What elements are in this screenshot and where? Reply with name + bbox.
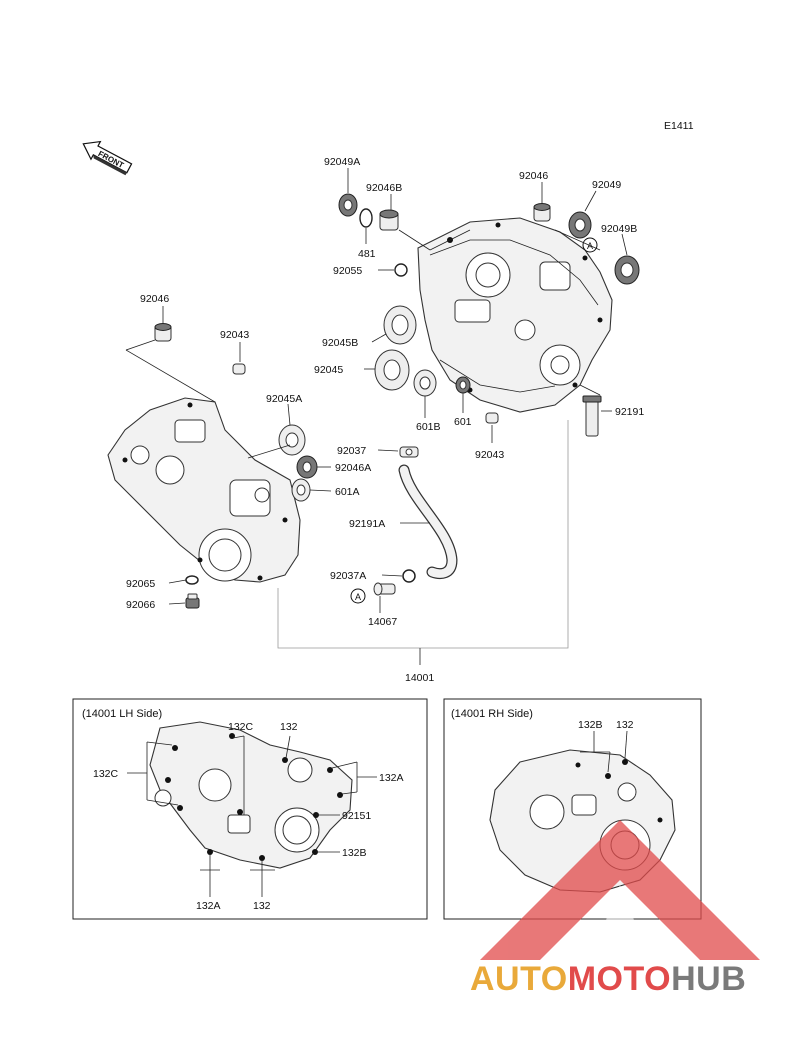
bearing-92049	[568, 211, 592, 239]
bearing-92045B	[383, 305, 417, 345]
label-92043-left: 92043	[220, 329, 249, 341]
lh-label-132A-bottom: 132A	[196, 900, 221, 912]
callout-a-lower: A	[350, 588, 366, 604]
label-92046-top: 92046	[519, 170, 548, 182]
lh-label-132C-left: 132C	[93, 768, 119, 780]
rh-label-132B: 132B	[578, 719, 603, 731]
label-14067: 14067	[368, 616, 397, 628]
label-92066: 92066	[126, 599, 155, 611]
lh-label-132-bottom: 132	[253, 900, 271, 912]
dowel-92043-right	[485, 412, 499, 424]
svg-text:A: A	[355, 592, 361, 602]
leader-lines	[125, 168, 628, 665]
ring-481	[359, 208, 373, 228]
bearing-92046-left	[154, 323, 172, 342]
label-601A: 601A	[335, 486, 360, 498]
callout-a-upper: A	[582, 237, 598, 253]
label-92045: 92045	[314, 364, 343, 376]
label-14001: 14001	[405, 672, 434, 684]
rh-box-title: (14001 RH Side)	[451, 708, 533, 720]
lh-label-92151: 92151	[342, 810, 371, 822]
bearing-92049B	[614, 255, 640, 285]
rh-label-132: 132	[616, 719, 634, 731]
dowel-92043-left	[232, 363, 246, 375]
label-92065: 92065	[126, 578, 155, 590]
label-481: 481	[358, 248, 376, 260]
bearing-601B	[413, 369, 437, 397]
crankcase-left-half	[107, 397, 301, 583]
lh-box-title: (14001 LH Side)	[82, 708, 162, 720]
seal-601	[455, 376, 471, 394]
crankcase-right-half	[417, 217, 613, 413]
washer-92065	[185, 575, 199, 585]
watermark-logo-icon	[480, 820, 760, 960]
bearing-92045	[374, 349, 410, 391]
watermark-text: AUTOMOTOHUB	[470, 960, 747, 998]
bearing-92046A	[296, 455, 318, 479]
label-92037: 92037	[337, 445, 366, 457]
label-92049: 92049	[592, 179, 621, 191]
label-92055: 92055	[333, 265, 362, 277]
lh-side-box: (14001 LH Side)	[72, 698, 428, 920]
fitting-14067	[373, 582, 396, 596]
clamp-92037A	[402, 569, 416, 583]
front-arrow-icon: FRONT	[82, 140, 133, 176]
part-labels: 92049A 92046B 481 92055 92046 92049 9204…	[126, 156, 644, 684]
label-92191: 92191	[615, 406, 644, 418]
label-92045B: 92045B	[322, 337, 358, 349]
lh-label-132C-top: 132C	[228, 721, 254, 733]
bearing-92049A	[338, 193, 358, 217]
diagram-code: E1411	[664, 120, 694, 132]
bearing-92046B	[379, 209, 399, 231]
oring-92055	[394, 263, 408, 277]
label-92046A: 92046A	[335, 462, 371, 474]
pipe-92191	[582, 395, 602, 437]
label-92043-right: 92043	[475, 449, 504, 461]
svg-text:A: A	[587, 241, 593, 251]
lh-label-132A-right: 132A	[379, 772, 404, 784]
label-601: 601	[454, 416, 472, 428]
label-92037A: 92037A	[330, 570, 366, 582]
hose-92191A	[398, 464, 458, 579]
label-92045A: 92045A	[266, 393, 302, 405]
bearing-92045A	[278, 424, 306, 456]
clamp-92037	[399, 446, 419, 458]
label-601B: 601B	[416, 421, 441, 433]
label-92049B: 92049B	[601, 223, 637, 235]
label-92046B: 92046B	[366, 182, 402, 194]
label-92046-left: 92046	[140, 293, 169, 305]
bearing-601A	[291, 478, 311, 502]
plug-92066	[185, 593, 200, 609]
label-92191A: 92191A	[349, 518, 385, 530]
lh-label-132-top: 132	[280, 721, 298, 733]
bearing-92046-top	[533, 203, 551, 222]
lh-label-132B: 132B	[342, 847, 367, 859]
lh-bolt-dots	[165, 733, 343, 861]
label-92049A: 92049A	[324, 156, 360, 168]
